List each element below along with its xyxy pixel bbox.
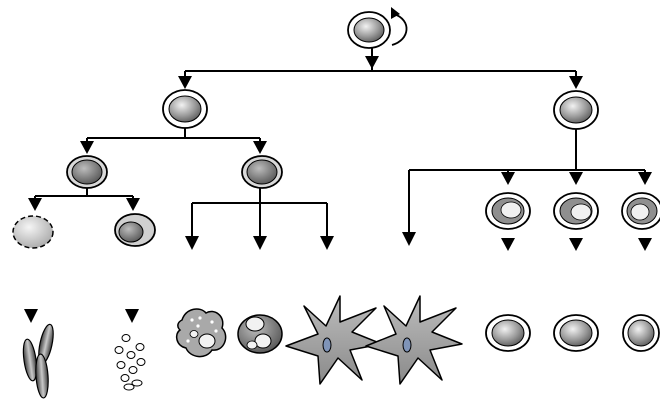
arrow-head (501, 172, 515, 185)
myeloid-progenitor-cell (163, 90, 207, 128)
arrow-head (638, 238, 652, 251)
arrow-head (365, 56, 379, 69)
megakaryocyte-erythroid-progenitor-cell (67, 156, 107, 188)
arrow-head (402, 232, 416, 246)
arrow-head (253, 236, 267, 250)
arrow-head (126, 198, 140, 211)
arrow-head (253, 141, 267, 154)
arrow-head (638, 172, 652, 185)
self-renewal-arrow-icon (391, 7, 407, 45)
lymphocyte-precursor-cell (622, 193, 660, 229)
arrow-head (569, 76, 583, 89)
arrow-head (569, 238, 583, 251)
dendritic-cell (286, 296, 382, 384)
arrow-head (28, 198, 42, 211)
arrow-head (24, 309, 38, 323)
stem-cell (348, 12, 390, 48)
arrow-head (178, 76, 192, 89)
megakaryocyte-precursor-cell (13, 216, 53, 248)
arrowheads (24, 56, 652, 323)
arrow-head (185, 236, 199, 250)
lymphocyte-cell (486, 315, 530, 351)
arrow-head (320, 236, 334, 250)
lymphocyte-precursor-cell (554, 193, 598, 229)
red-blood-cells (21, 323, 56, 398)
arrow-head (125, 309, 139, 323)
dendritic-cell (366, 296, 462, 384)
lymphocyte-cell (623, 315, 659, 351)
arrow-head (501, 238, 515, 251)
lymphocyte-precursor-cell (486, 193, 530, 229)
erythroblast-cell (115, 214, 155, 246)
arrow-head (80, 141, 94, 154)
platelets (115, 335, 145, 391)
arrow-head (569, 172, 583, 185)
granulocyte-cell (177, 309, 226, 357)
granulocyte-macrophage-progenitor-cell (242, 156, 282, 188)
monocyte-cell (238, 315, 282, 353)
lymphoid-progenitor-cell (554, 91, 598, 129)
lymphocyte-cell (554, 315, 598, 351)
